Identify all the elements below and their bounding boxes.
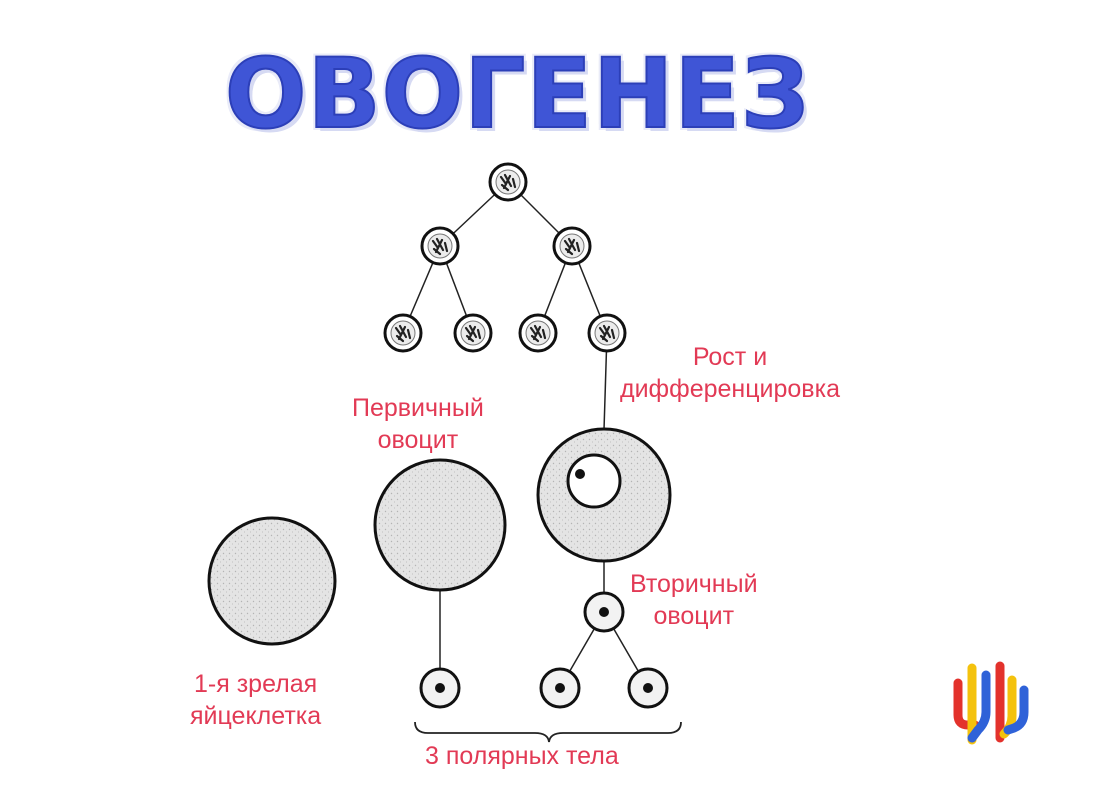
label-growth-line-1: Рост и (692, 343, 768, 371)
label-primary-line-2: овоцит (377, 426, 459, 454)
oogonium-cell (518, 313, 558, 353)
oogonium-cell (453, 313, 493, 353)
label-secondary-line-2: овоцит (653, 602, 735, 630)
logo-icon (953, 661, 1029, 745)
growing-oocyte-cell (536, 427, 672, 563)
label-secondary-oocyte: Вторичный овоцит (630, 568, 758, 632)
label-secondary-line-1: Вторичный (630, 570, 758, 598)
oogonium-cells (383, 162, 627, 353)
label-mature-egg: 1-я зрелая яйцеклетка (190, 668, 321, 732)
label-growth: Рост и дифференцировка (620, 341, 840, 405)
label-egg-line-2: яйцеклетка (190, 702, 322, 730)
label-growth-line-2: дифференцировка (620, 375, 840, 403)
label-primary-line-1: Первичный (352, 394, 484, 422)
label-polar-bodies: 3 полярных тела (425, 742, 619, 770)
label-egg-line-1: 1-я зрелая (193, 670, 318, 698)
primary-oocyte-cell (373, 458, 507, 592)
polar-body (627, 667, 669, 709)
polar-bodies-brace (414, 721, 682, 743)
oogonium-cell (383, 313, 423, 353)
polar-body (419, 667, 461, 709)
mature-egg-cell (207, 516, 337, 646)
page-title: ОВОГЕНЕЗ (224, 37, 811, 151)
oogonium-cell (420, 226, 460, 266)
oogonium-cell (488, 162, 528, 202)
label-primary-oocyte: Первичный овоцит (352, 392, 484, 456)
polar-body (539, 667, 581, 709)
polar-bodies (419, 667, 669, 709)
secondary-oocyte-cell (583, 591, 625, 633)
oogonium-cell (552, 226, 592, 266)
